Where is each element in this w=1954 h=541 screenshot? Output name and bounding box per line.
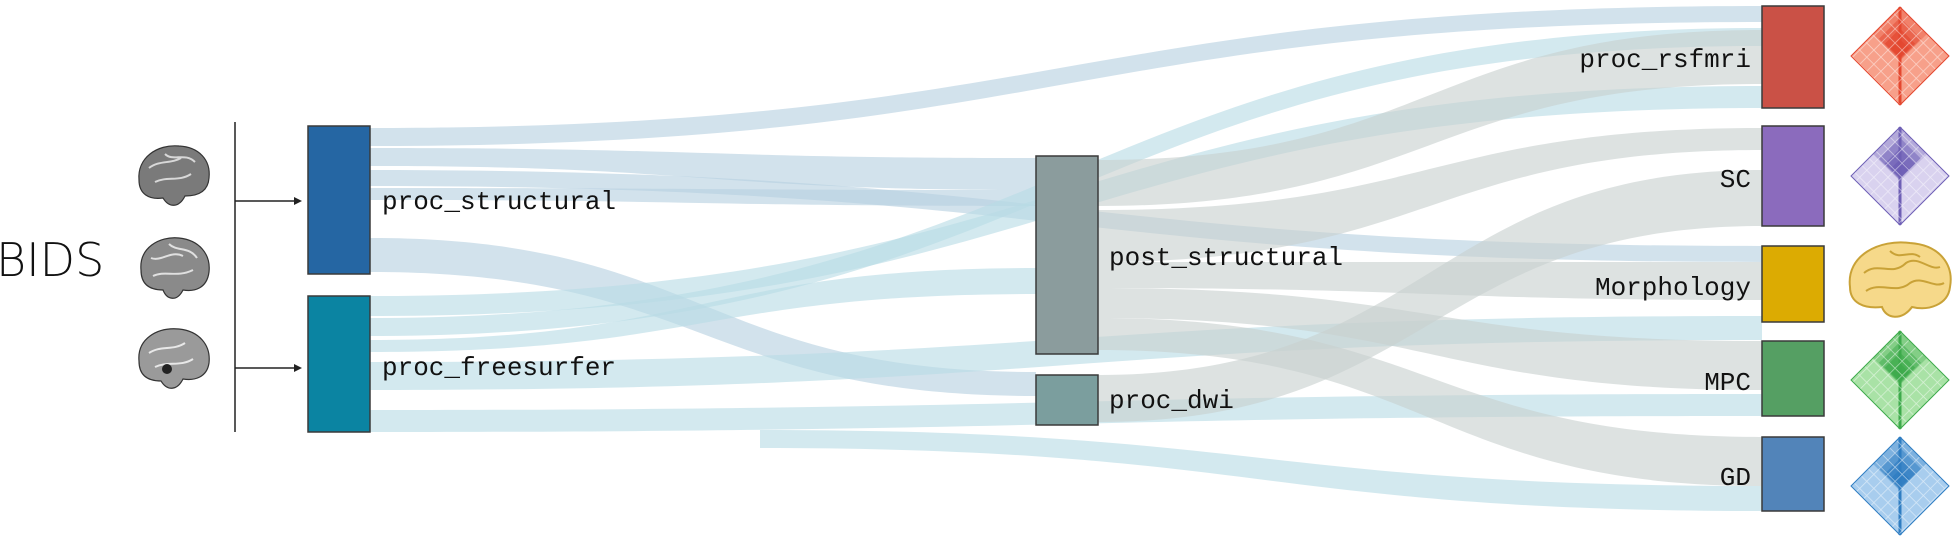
node-label-morphology: Morphology — [1595, 273, 1751, 303]
cortical-surface-icon — [1848, 241, 1952, 318]
flow-link — [760, 430, 1762, 511]
node-label-proc-freesurfer: proc_freesurfer — [382, 353, 616, 383]
flow-link — [1098, 170, 1762, 422]
arrowhead — [294, 364, 302, 372]
node-post-structural — [1035, 155, 1099, 355]
arrowhead — [294, 197, 302, 205]
flow-link — [370, 188, 1036, 206]
node-label-proc-rsfmri: proc_rsfmri — [1579, 45, 1751, 75]
node-label-mpc: MPC — [1704, 368, 1751, 398]
brain-thumbnail-1 — [138, 145, 210, 206]
flow-link — [1098, 128, 1762, 262]
node-label-proc-structural: proc_structural — [382, 187, 616, 217]
flow-links — [370, 6, 1762, 511]
node-gd — [1761, 436, 1825, 512]
node-mpc — [1761, 340, 1825, 417]
node-label-proc-dwi: proc_dwi — [1109, 386, 1234, 416]
flow-link — [1098, 30, 1762, 206]
node-label-post-structural: post_structural — [1109, 243, 1343, 273]
node-proc-rsfmri — [1761, 5, 1825, 109]
connectome-matrix-purple-icon — [1850, 126, 1950, 226]
node-morphology — [1761, 245, 1825, 323]
brain-thumbnail-3 — [138, 328, 210, 389]
flow-link — [370, 6, 1762, 146]
pipeline-nodes — [307, 5, 1825, 512]
bids-connector — [234, 122, 296, 432]
node-label-sc: SC — [1720, 165, 1751, 195]
node-proc-freesurfer — [307, 295, 371, 433]
output-thumbnails — [1848, 6, 1952, 536]
brain-thumbnail-2 — [140, 237, 210, 299]
flow-link — [370, 148, 1036, 190]
node-sc — [1761, 125, 1825, 227]
flow-link — [370, 268, 1036, 352]
node-label-gd: GD — [1720, 463, 1751, 493]
connectome-matrix-red-icon — [1850, 6, 1950, 106]
node-proc-structural — [307, 125, 371, 275]
node-proc-dwi — [1035, 374, 1099, 426]
connectome-matrix-green-icon — [1850, 330, 1950, 430]
flow-link — [1098, 288, 1762, 390]
connectome-matrix-blue-icon — [1850, 436, 1950, 536]
bids-label: BIDS — [0, 233, 104, 287]
